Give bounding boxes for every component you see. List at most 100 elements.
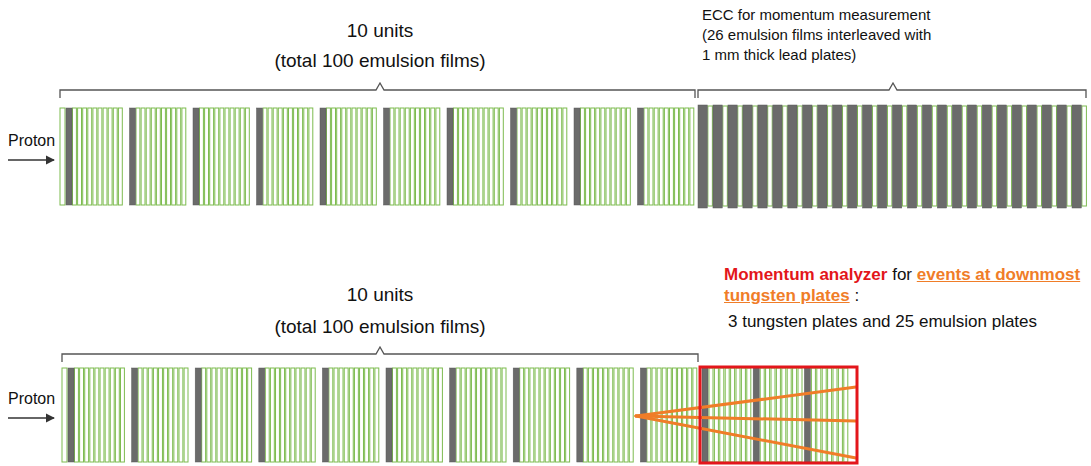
emulsion-film	[659, 108, 663, 205]
emulsion-film	[164, 368, 168, 462]
emulsion-film	[520, 368, 524, 462]
emulsion-film	[497, 368, 501, 462]
emulsion-film	[148, 368, 152, 462]
emulsion-film	[545, 368, 549, 462]
metal-plate	[848, 105, 857, 208]
metal-plate	[952, 105, 961, 208]
emulsion-film	[828, 368, 832, 462]
emulsion-film	[78, 108, 82, 205]
emulsion-film	[776, 368, 780, 462]
metal-plate	[66, 108, 72, 205]
emulsion-film	[760, 368, 764, 462]
emulsion-film	[725, 368, 729, 462]
emulsion-film	[212, 368, 216, 462]
bracket	[698, 83, 1086, 98]
emulsion-film	[215, 108, 219, 205]
emulsion-film	[93, 108, 97, 205]
unit-label: 10 units	[270, 284, 490, 306]
emulsion-film	[782, 368, 786, 462]
emulsion-film	[482, 368, 486, 462]
emulsion-film	[474, 108, 478, 205]
emulsion-film	[494, 108, 498, 205]
metal-plate	[450, 368, 456, 462]
emulsion-film	[167, 108, 171, 205]
metal-plate	[384, 108, 390, 205]
emulsion-film	[688, 368, 692, 462]
emulsion-film	[75, 368, 79, 462]
emulsion-film	[616, 108, 620, 205]
emulsion-film	[438, 368, 442, 462]
emulsion-film	[421, 108, 425, 205]
emulsion-film	[311, 368, 315, 462]
metal-plate	[788, 105, 797, 208]
emulsion-film	[398, 368, 402, 462]
emulsion-film	[230, 108, 234, 205]
emulsion-film	[395, 108, 399, 205]
emulsion-film	[172, 108, 176, 205]
emulsion-film	[709, 368, 713, 462]
beam-arrow	[8, 417, 54, 418]
metal-plate	[982, 105, 991, 208]
emulsion-film	[177, 108, 181, 205]
emulsion-film	[537, 108, 541, 205]
emulsion-film	[73, 108, 77, 205]
metal-plate	[702, 368, 708, 462]
emulsion-film	[403, 368, 407, 462]
emulsion-film	[174, 368, 178, 462]
emulsion-film	[243, 368, 247, 462]
emulsion-film	[723, 106, 727, 206]
emulsion-film	[276, 368, 280, 462]
emulsion-film	[248, 368, 252, 462]
emulsion-film	[479, 108, 483, 205]
emulsion-film	[525, 368, 529, 462]
emulsion-film	[227, 368, 231, 462]
emulsion-film	[517, 108, 521, 205]
metal-plate	[863, 105, 872, 208]
unit-label: 10 units	[270, 20, 490, 42]
emulsion-film	[354, 368, 358, 462]
emulsion-film	[426, 108, 430, 205]
emulsion-film	[349, 368, 353, 462]
metal-plate	[195, 368, 201, 462]
emulsion-film	[902, 106, 906, 206]
emulsion-film	[621, 108, 625, 205]
emulsion-film	[329, 368, 333, 462]
emulsion-film	[672, 368, 676, 462]
emulsion-film	[88, 108, 92, 205]
emulsion-film	[245, 108, 249, 205]
emulsion-film	[787, 368, 791, 462]
emulsion-film	[693, 368, 697, 462]
emulsion-film	[296, 368, 300, 462]
emulsion-film	[347, 108, 351, 205]
emulsion-film	[100, 368, 104, 462]
emulsion-film	[720, 368, 724, 462]
emulsion-film	[624, 368, 628, 462]
metal-plate	[818, 105, 827, 208]
emulsion-film	[118, 108, 122, 205]
metal-plate	[638, 108, 644, 205]
emulsion-film	[136, 108, 140, 205]
metal-plate	[773, 105, 782, 208]
emulsion-film	[207, 368, 211, 462]
emulsion-film	[405, 108, 409, 205]
emulsion-film	[95, 368, 99, 462]
emulsion-film	[708, 106, 712, 206]
emulsion-film	[225, 108, 229, 205]
emulsion-film	[146, 108, 150, 205]
emulsion-film	[555, 368, 559, 462]
emulsion-film	[162, 108, 166, 205]
emulsion-film	[817, 368, 821, 462]
emulsion-film	[360, 368, 364, 462]
metal-plate	[68, 368, 74, 462]
emulsion-film	[80, 368, 84, 462]
metal-plate	[922, 105, 931, 208]
emulsion-film	[456, 368, 460, 462]
emulsion-film	[811, 368, 815, 462]
emulsion-film	[887, 106, 891, 206]
emulsion-film	[664, 108, 668, 205]
metal-plate	[907, 105, 916, 208]
emulsion-film	[606, 108, 610, 205]
emulsion-film	[838, 368, 842, 462]
emulsion-film	[299, 108, 303, 205]
